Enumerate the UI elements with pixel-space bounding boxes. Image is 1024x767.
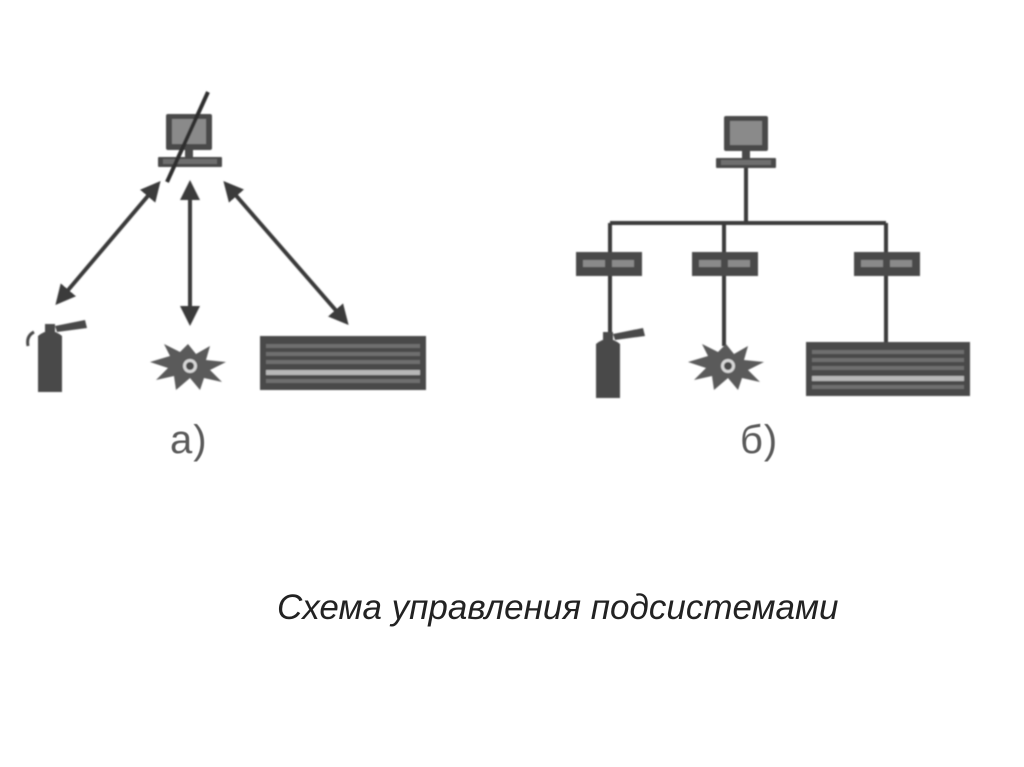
diagram-b-label: б)	[740, 418, 779, 462]
diagram-a	[26, 91, 426, 392]
diagram-b	[576, 116, 970, 398]
alarm-burst-icon	[688, 344, 764, 390]
computer-icon	[158, 114, 222, 167]
alarm-burst-icon	[150, 344, 226, 390]
network-module-icon	[692, 252, 758, 276]
fire-extinguisher-icon	[26, 320, 87, 392]
control-panel-icon	[260, 336, 426, 390]
fire-extinguisher-icon	[596, 328, 645, 398]
diagram-a-label: а)	[170, 418, 208, 462]
network-module-icon	[576, 252, 642, 276]
slide-caption: Схема управления подсистемами	[277, 588, 839, 627]
failure-slash	[165, 91, 210, 183]
network-module-icon	[854, 252, 920, 276]
arrow-to-extinguisher	[55, 180, 161, 306]
control-panel-icon	[806, 342, 970, 396]
arrow-to-panel	[223, 180, 349, 326]
computer-icon	[716, 116, 776, 168]
